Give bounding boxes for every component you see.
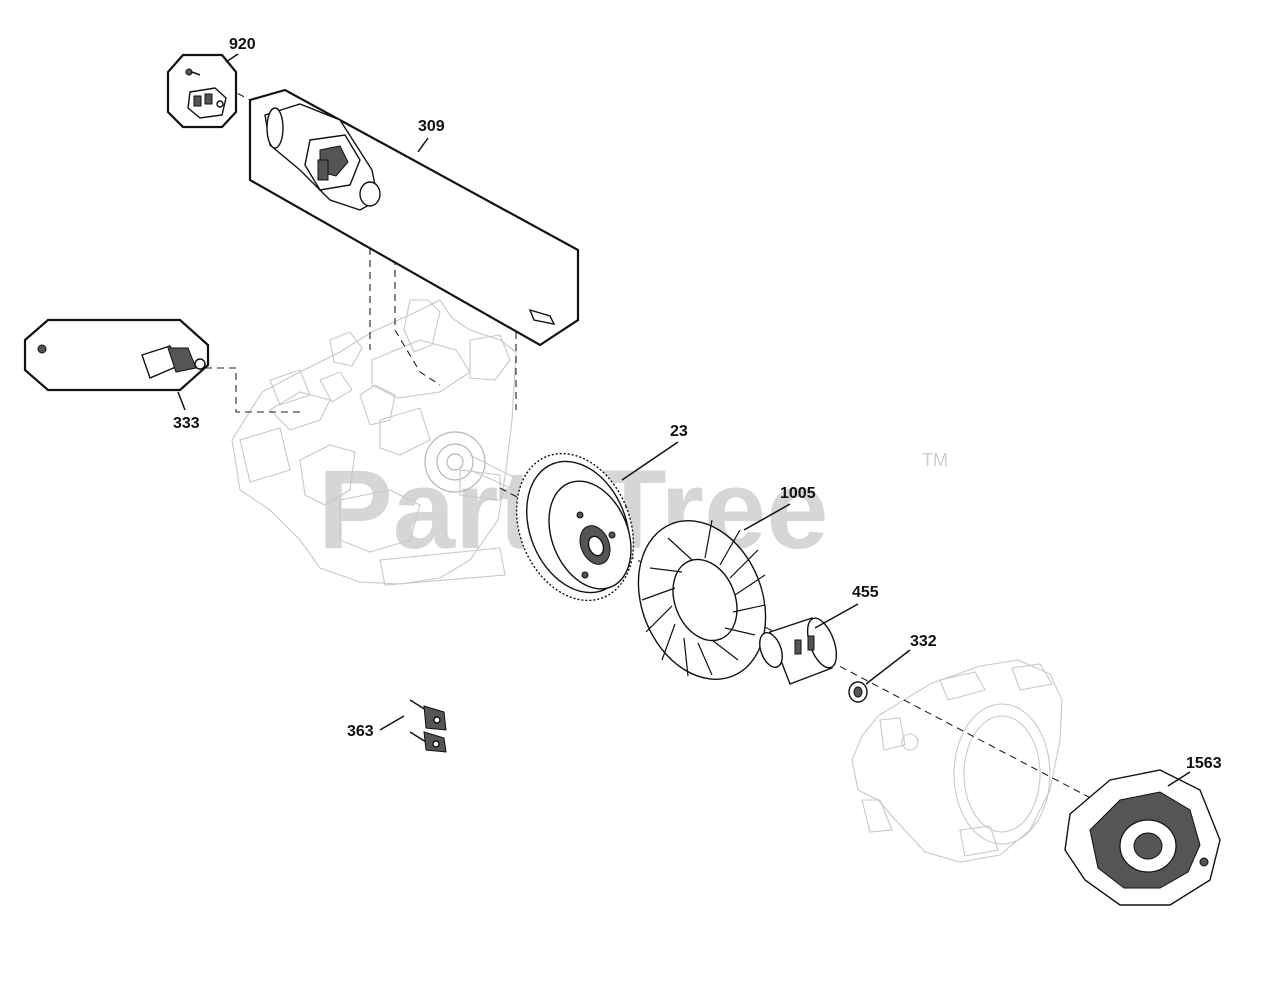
part-332-drawing [848,681,868,703]
part-23-drawing [515,452,635,602]
callout-1005: 1005 [780,485,816,502]
part-333-drawing [37,344,206,379]
part-309-group[interactable]: 309 [248,88,580,347]
callout-333: 333 [173,415,200,432]
part-455-group[interactable]: 455 [755,584,879,685]
part-1005-drawing [637,519,767,680]
part-309-drawing [264,103,556,325]
callout-1563: 1563 [1186,755,1222,772]
part-455-drawing [759,617,838,685]
part-332-group[interactable]: 332 [848,633,937,703]
part-333-group[interactable]: 333 [23,318,210,432]
callout-23: 23 [670,423,688,440]
callout-455: 455 [852,584,879,601]
callout-332: 332 [910,633,937,650]
part-23-group[interactable]: 23 [496,423,688,618]
part-1563-group[interactable]: 1563 [1064,755,1222,906]
callout-309: 309 [418,118,445,135]
watermark-tm: TM [922,450,948,470]
callout-920: 920 [229,36,256,53]
part-920-drawing [185,68,227,119]
part-363-group[interactable]: 363 [347,699,447,753]
part-1005-group[interactable]: 1005 [616,485,816,699]
callout-363: 363 [347,723,374,740]
engine-block [231,299,517,586]
part-363-drawing [409,699,447,753]
blower-housing [851,659,1063,863]
part-1563-drawing [1064,769,1221,906]
part-920-group[interactable]: 920 [166,36,256,129]
